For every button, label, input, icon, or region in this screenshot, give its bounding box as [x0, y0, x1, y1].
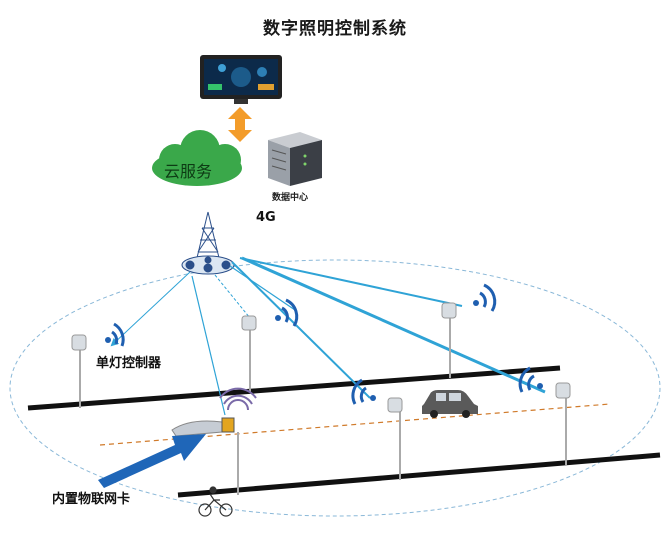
link-wifi-mid — [229, 265, 296, 311]
link-lamp-right-road — [231, 261, 371, 399]
link-lamp-far — [239, 257, 463, 307]
cell-tower-icon — [181, 211, 235, 275]
server-icon — [268, 132, 322, 186]
monitor-icon — [200, 55, 282, 104]
wifi-icon-road-right — [518, 366, 543, 393]
wifi-icon-far — [473, 283, 497, 312]
network-label: 4G — [256, 210, 276, 225]
cloud-label: 云服务 — [164, 162, 213, 181]
link-controller-left — [110, 271, 191, 347]
link-iot-card — [191, 275, 226, 416]
bicycle-icon — [198, 486, 233, 517]
network-links — [110, 256, 546, 416]
iot-card-label: 内置物联网卡 — [52, 492, 131, 507]
link-lamp-mid — [214, 274, 251, 319]
controller-label: 单灯控制器 — [96, 356, 162, 371]
coverage-ellipse — [9, 259, 661, 517]
street-lamp-mid — [241, 315, 257, 392]
wifi-icon-iot — [219, 387, 257, 411]
datacenter-label: 数据中心 — [272, 193, 309, 203]
road-top — [27, 365, 561, 411]
double-arrow-icon — [228, 107, 252, 142]
street-lamp-road-mid — [387, 397, 403, 480]
pointer-arrow — [98, 434, 206, 488]
cloud-icon — [152, 130, 242, 186]
wifi-icon-mid — [275, 298, 299, 327]
street-lamp-far — [441, 302, 457, 378]
street-lamp-road-right — [555, 382, 571, 465]
car-icon — [422, 390, 478, 418]
link-lamp-far-right — [241, 256, 546, 394]
page-title: 数字照明控制系统 — [263, 19, 407, 39]
road-bottom — [177, 452, 661, 498]
wifi-icon-left — [105, 322, 125, 347]
wifi-icon-road-mid — [351, 378, 376, 405]
street-lamp-left — [71, 334, 87, 408]
iot-device-icon — [171, 417, 235, 437]
